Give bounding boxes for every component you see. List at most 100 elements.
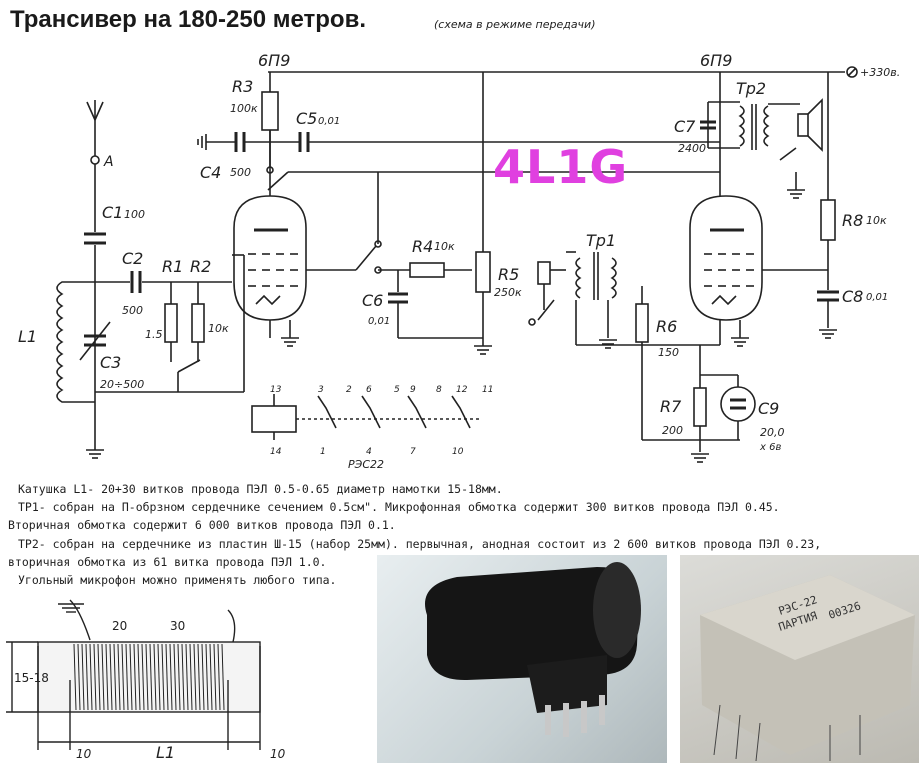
relay-pin-number: 5 — [394, 385, 400, 395]
coil-turn — [181, 643, 185, 711]
relay-pin-number: 7 — [410, 447, 416, 457]
coil-dim-height: 15-18 — [14, 671, 49, 685]
coil-turn — [185, 643, 189, 711]
relay-pin-number: 9 — [410, 385, 416, 395]
coil-turn — [145, 643, 149, 711]
c7-value: 2400 — [678, 142, 706, 155]
note-line: Угольный микрофон можно применять любого… — [18, 573, 337, 588]
coil-dim-right: 10 — [270, 747, 286, 761]
relay-pin-number: 4 — [366, 447, 372, 457]
relay-contacts — [317, 395, 471, 429]
coil-turn — [93, 643, 97, 711]
transformer-tr1 — [575, 257, 582, 299]
ground-icon — [787, 189, 805, 199]
c1-value: 100 — [124, 208, 145, 221]
resistor-r7 — [693, 387, 707, 427]
resistor-r1 — [164, 303, 178, 343]
coil-turn — [157, 643, 161, 711]
r7-value: 200 — [662, 424, 683, 437]
ground-icon — [58, 603, 84, 613]
antenna-icon — [86, 100, 104, 121]
ground-icon — [86, 449, 104, 459]
c9-label: C9 — [758, 399, 779, 418]
r7-label: R7 — [660, 397, 682, 416]
coil-turn — [113, 643, 117, 711]
c4-label: C4 — [200, 163, 221, 182]
tr2-label: Тр2 — [736, 79, 766, 98]
c8-label: C8 — [842, 287, 863, 306]
coil-turn — [205, 643, 209, 711]
coil-turn — [109, 643, 113, 711]
coil-turn — [201, 643, 205, 711]
r8-label: R8 — [842, 211, 863, 230]
coil-turn — [209, 643, 213, 711]
c9-value: 20,0 — [760, 426, 785, 439]
c6-label: C6 — [362, 291, 383, 310]
note-line: Вторичная обмотка содержит 6 000 витков … — [8, 518, 396, 533]
relay-label: РЭС22 — [348, 458, 384, 471]
supply-label: +330в. — [860, 66, 900, 79]
relay-pin-number: 3 — [318, 385, 324, 395]
coil-turn — [197, 643, 201, 711]
c3-value: 20÷500 — [100, 378, 144, 391]
ground-icon — [731, 337, 749, 347]
resistor-r4 — [409, 262, 445, 278]
note-line: вторичная обмотка из 61 витка провода ПЭ… — [8, 554, 327, 569]
r6-label: R6 — [656, 317, 677, 336]
note-line: ТР1- собран на П-обрзном сердечнике сече… — [18, 500, 780, 515]
watermark: 4L1G — [493, 140, 629, 194]
r2-value: 10к — [208, 322, 229, 335]
r6-value: 150 — [658, 346, 679, 359]
inductor-coil-l1 — [56, 281, 95, 403]
supply-terminal — [846, 66, 858, 78]
relay-pin-number: 1 — [320, 447, 326, 457]
relay-pin-number: 2 — [346, 385, 352, 395]
tr1-label: Тр1 — [586, 231, 616, 250]
relay-pin-number: 8 — [436, 385, 442, 395]
c4-value: 500 — [230, 166, 251, 179]
page-title: Трансивер на 180-250 метров. — [10, 6, 367, 33]
coil-turn — [173, 643, 177, 711]
coil-turn — [217, 643, 221, 711]
speaker-icon — [797, 113, 809, 137]
notes-block: Катушка L1- 20+30 витков провода ПЭЛ 0.5… — [8, 480, 821, 589]
ground-icon — [197, 134, 207, 150]
coil-dim-left: 10 — [76, 747, 92, 761]
coil-turn — [213, 643, 217, 711]
r5-value: 250к — [494, 286, 522, 299]
tube-left-label: 6П9 — [258, 51, 290, 70]
ground-icon — [819, 329, 837, 339]
relay-pin-number: 14 — [270, 447, 282, 457]
capacitor-c9 — [720, 386, 756, 422]
c5-label: C5 — [296, 109, 317, 128]
coil-turn — [177, 643, 181, 711]
coil-turns-a: 20 — [112, 619, 127, 633]
transformer-tr2 — [738, 105, 745, 147]
c1-label: C1 — [102, 203, 123, 222]
c2-value: 500 — [122, 304, 143, 317]
vacuum-tube-left — [233, 195, 307, 321]
c8-value: 0,01 — [866, 292, 888, 303]
coil-turn — [193, 643, 197, 711]
tube-right-label: 6П9 — [700, 51, 732, 70]
note-line: Катушка L1- 20+30 витков провода ПЭЛ 0.5… — [18, 482, 503, 496]
relay-coil — [251, 405, 297, 433]
resistor-r8 — [820, 199, 836, 241]
coil-turn — [165, 643, 169, 711]
coil-turn — [141, 643, 145, 711]
coil-turn — [149, 643, 153, 711]
relay-pin-number: 10 — [452, 447, 464, 457]
r3-label: R3 — [232, 77, 253, 96]
circuit-schematic: 6П9 6П9 +330в. A R3 100к C5 0,01 C4 500 … — [18, 51, 900, 471]
coil-turn — [101, 643, 105, 711]
coil-turn — [77, 643, 81, 711]
c7-label: C7 — [674, 117, 696, 136]
coil-turn — [153, 643, 157, 711]
microphone-icon — [537, 261, 551, 285]
vacuum-tube-right — [689, 195, 763, 321]
r2-label: R2 — [190, 257, 211, 276]
note-line: ТР2- собран на сердечнике из пластин Ш-1… — [18, 536, 822, 551]
coil-turns-b: 30 — [170, 619, 185, 633]
